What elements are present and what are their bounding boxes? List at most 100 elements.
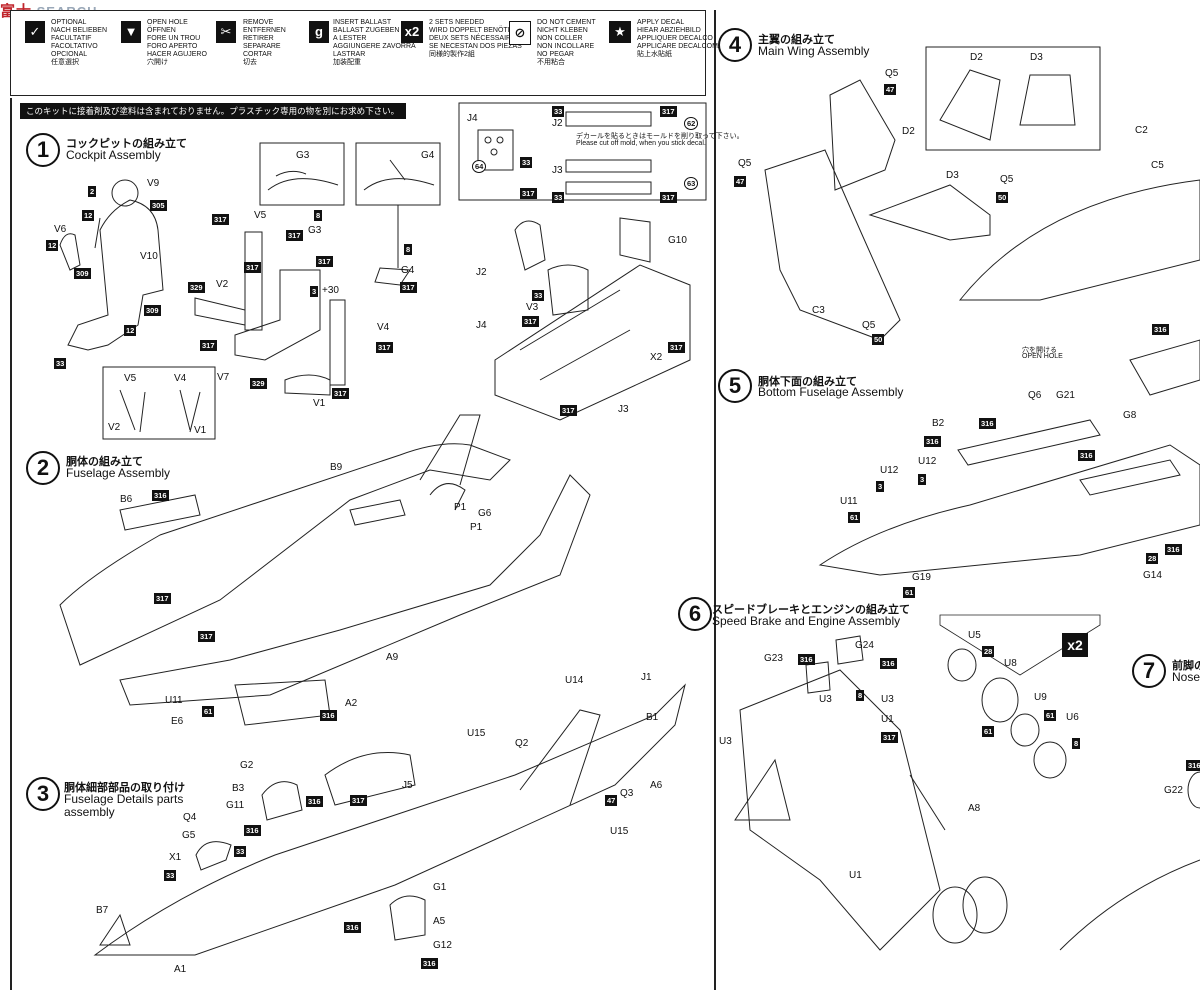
step-6-title-jp: スピードブレーキとエンジンの組み立て <box>712 604 910 616</box>
color-code: 61 <box>982 726 995 737</box>
step-1-number: 1 <box>26 133 60 167</box>
part-label: G6 <box>478 508 492 519</box>
part-label: G24 <box>855 640 874 651</box>
part-label: G3 <box>296 150 310 161</box>
open-hole-icon: ▼ <box>121 21 141 43</box>
remove-icon: ✂ <box>216 21 236 43</box>
legend-open-hole: OPEN HOLE ÖFFNEN FORE UN TROU FORO APERT… <box>147 19 207 66</box>
part-label: G10 <box>668 235 687 246</box>
part-label: Q5 <box>738 158 752 169</box>
color-code: 33 <box>520 157 533 168</box>
part-label: U11 <box>840 496 858 507</box>
pilot-figure <box>59 179 164 351</box>
part-label: U12 <box>880 465 899 476</box>
part-label: G1 <box>433 882 447 893</box>
legend-do-not-cement: DO NOT CEMENT NICHT KLEBEN NON COLLER NO… <box>537 19 596 66</box>
color-code: 3 <box>310 286 319 297</box>
color-code: 47 <box>884 84 897 95</box>
color-code: 28 <box>1146 553 1159 564</box>
part-label: V7 <box>217 372 230 383</box>
part-label: D2 <box>902 126 915 137</box>
color-code: 2 <box>88 186 97 197</box>
part-label: B7 <box>96 905 109 916</box>
color-code: 316 <box>1165 544 1182 555</box>
step-1-title-jp: コックピットの組み立て <box>66 138 187 150</box>
part-label: U6 <box>1066 712 1079 723</box>
color-code: 317 <box>400 282 417 293</box>
part-label: Q5 <box>1000 174 1014 185</box>
part-label: G5 <box>182 830 196 841</box>
part-label: U15 <box>467 728 486 739</box>
part-label: V5 <box>124 373 137 384</box>
part-label: U12 <box>918 456 937 467</box>
part-label: C3 <box>812 305 825 316</box>
fuselage-drawing <box>59 414 591 726</box>
part-label: J1 <box>641 672 652 683</box>
part-label: G4 <box>421 150 435 161</box>
step-5-number: 5 <box>718 369 752 403</box>
color-code: 317 <box>200 340 217 351</box>
color-code: 317 <box>316 256 333 267</box>
part-label: B1 <box>646 712 659 723</box>
color-code: 317 <box>520 188 537 199</box>
part-label: V1 <box>194 425 207 436</box>
color-code: 3 <box>876 481 885 492</box>
part-label: Q4 <box>183 812 197 823</box>
part-label: J2 <box>552 118 563 129</box>
part-label: G21 <box>1056 390 1075 401</box>
part-label: Q3 <box>620 788 634 799</box>
color-code: 317 <box>286 230 303 241</box>
part-label: G8 <box>1123 410 1137 421</box>
color-code: 317 <box>668 342 685 353</box>
color-code: 61 <box>903 587 916 598</box>
color-code: 305 <box>150 200 167 211</box>
part-label: U5 <box>968 630 981 641</box>
color-code: 316 <box>1186 760 1200 771</box>
part-label: G11 <box>226 800 245 811</box>
color-code: 33 <box>552 192 565 203</box>
step-3-title-en-2: assembly <box>64 805 115 819</box>
step-2-number: 2 <box>26 451 60 485</box>
step-5-title-en: Bottom Fuselage Assembly <box>758 385 904 399</box>
part-label: X1 <box>169 852 182 863</box>
color-code: 33 <box>54 358 67 369</box>
legend-optional: OPTIONAL NACH BELIEBEN FACULTATIF FACOLT… <box>51 19 108 66</box>
color-code: 316 <box>798 654 815 665</box>
decal-note-jp: デカールを貼るときはモールドを削り取って下さい。 <box>576 133 744 140</box>
color-code: 33 <box>164 870 177 881</box>
step-3-number: 3 <box>26 777 60 811</box>
part-label: V4 <box>377 322 390 333</box>
step-4-title-jp: 主翼の組み立て <box>758 34 835 46</box>
part-label: G2 <box>240 760 254 771</box>
part-label: B3 <box>232 783 245 794</box>
part-label: A1 <box>174 964 187 975</box>
color-code: 329 <box>188 282 205 293</box>
color-code: 317 <box>522 316 539 327</box>
ballast-icon: g <box>309 21 329 43</box>
color-code: 50 <box>872 334 885 345</box>
part-label: V4 <box>174 373 187 384</box>
step-7-title-en: Nose <box>1172 670 1200 684</box>
legend-decal: APPLY DECAL HIEAR ABZIEHBILD APPLIQUER D… <box>637 19 735 58</box>
part-label: C5 <box>1151 160 1164 171</box>
part-label: C2 <box>1135 125 1148 136</box>
color-code: 309 <box>144 305 161 316</box>
color-code: 12 <box>82 210 95 221</box>
color-code: 317 <box>212 214 229 225</box>
color-code: 12 <box>46 240 59 251</box>
part-label: U1 <box>881 714 894 725</box>
color-code: 63 <box>684 177 699 190</box>
part-label: V9 <box>147 178 160 189</box>
color-code: 316 <box>306 796 323 807</box>
nose-fuselage-partial <box>1059 859 1200 951</box>
part-label: U14 <box>565 675 584 686</box>
part-label: U9 <box>1034 692 1047 703</box>
color-code: 8 <box>404 244 413 255</box>
color-code: 33 <box>234 846 247 857</box>
step-3-title-jp: 胴体細部部品の取り付け <box>64 782 185 794</box>
do-not-cement-icon: ⊘ <box>509 21 531 45</box>
part-label: A2 <box>345 698 358 709</box>
part-label: U3 <box>881 694 894 705</box>
color-code: 50 <box>996 192 1009 203</box>
part-label: A6 <box>650 780 663 791</box>
